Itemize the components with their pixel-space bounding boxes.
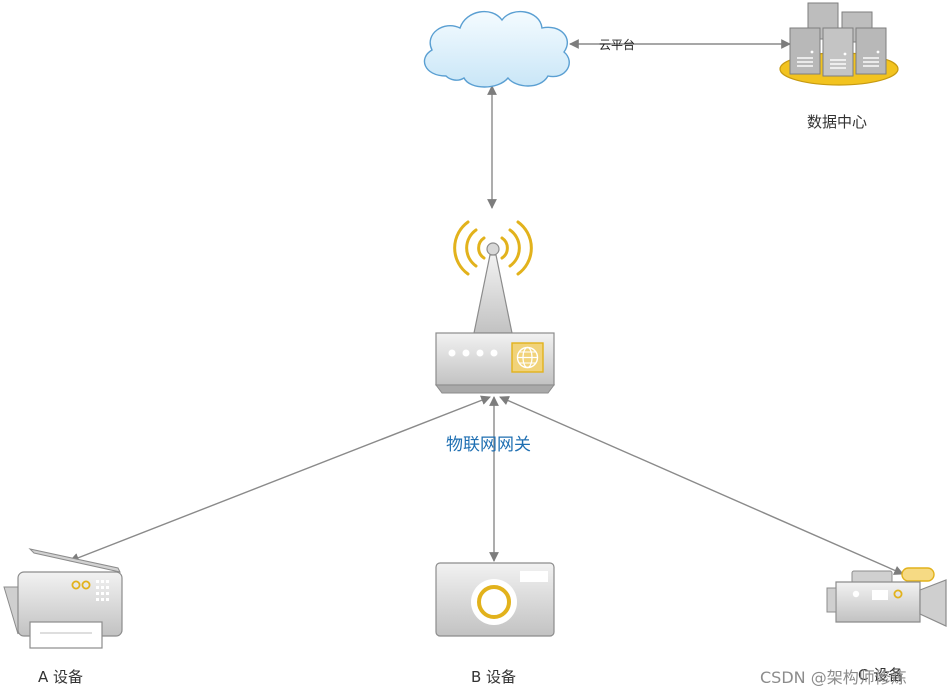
connector-gateway-device-a [69, 395, 491, 563]
gateway-label: 物联网网关 [446, 435, 531, 455]
camera-icon [435, 562, 555, 637]
printer-icon [3, 548, 123, 649]
device-a-label: A 设备 [38, 668, 84, 686]
connector-gateway-device-c [499, 396, 904, 575]
device-b-label: B 设备 [471, 668, 517, 686]
connectors [69, 39, 904, 575]
watermark: CSDN @架构师修炼 [760, 668, 907, 687]
data-center-label: 数据中心 [807, 113, 868, 131]
server-rack-icon [779, 2, 899, 86]
wireless-router-icon [435, 220, 555, 394]
cloud-platform-label: 云平台 [599, 38, 636, 52]
cloud-icon [423, 10, 570, 88]
device-c-label: C 设备 [858, 666, 904, 684]
video-camera-icon [826, 567, 947, 627]
